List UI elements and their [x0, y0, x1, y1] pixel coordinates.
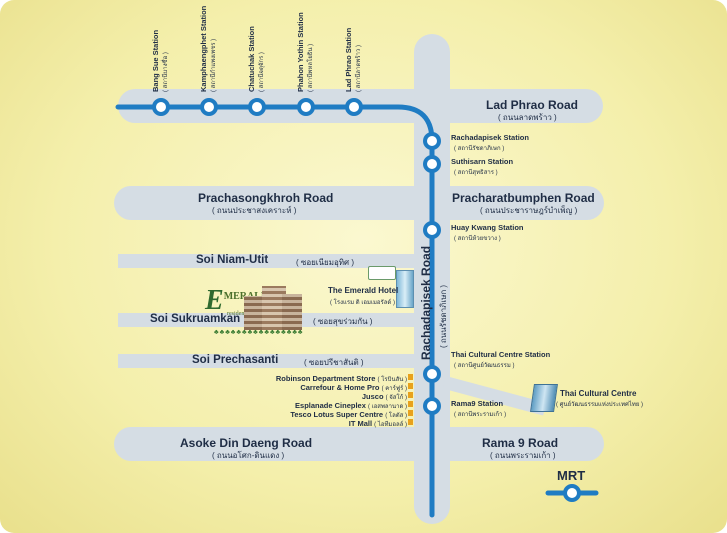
soi-niam-utit [118, 254, 416, 268]
station-label-huay-kwang: Huay Kwang Station [451, 223, 524, 232]
station-label-bang-sue: Bang Sue Station( สถานีบางซื่อ ) [151, 29, 169, 92]
emerald-hotel-thai: ( โรงแรม ดิ เอมเมอรัลด์ ) [330, 300, 395, 306]
station-label-suthisarn: Suthisarn Station [451, 157, 514, 166]
station-marker-huay-kwang [423, 221, 441, 239]
emerald-hotel-label: The Emerald Hotel [328, 286, 399, 295]
cultural-centre-thai: ( ศูนย์วัฒนธรรมแห่งประเทศไทย ) [556, 402, 644, 408]
pracharatbumphen-road-label: Pracharatbumphen Road [452, 191, 595, 205]
asoke-din-daeng-road [114, 427, 604, 461]
mrt-legend-marker [563, 484, 581, 502]
station-marker-suthisarn [423, 155, 441, 173]
station-marker-bang-sue [152, 98, 170, 116]
mall-carrefour: Carrefour & Home Pro ( คาร์ฟูร์ ) [300, 383, 407, 392]
station-marker-rama9 [423, 397, 441, 415]
station-label-chatuchak: Chatuchak Station( สถานีจตุจักร ) [247, 26, 265, 92]
mall-esplanade: Esplanade Cineplex ( เอสพลานาด ) [295, 401, 407, 410]
mall-tesco-lotus: Tesco Lotus Super Centre ( โลตัส ) [290, 410, 407, 419]
cultural-centre-building-icon [530, 384, 558, 412]
rama9-road-thai: ( ถนนพระรามเก้า ) [490, 451, 556, 460]
station-label-rachadapisek: Rachadapisek Station [451, 133, 529, 142]
station-marker-phahon-yothin [297, 98, 315, 116]
station-label-huay-kwang-thai: ( สถานีห้วยขวาง ) [454, 236, 501, 242]
mrt-legend-label: MRT [557, 468, 586, 483]
emerald-hotel-building-icon [396, 270, 414, 308]
station-label-thai-cultural: Thai Cultural Centre Station [451, 350, 551, 359]
prachasongkhroh-road-thai: ( ถนนประชาสงเคราะห์ ) [212, 206, 297, 215]
emerald-residence-building-icon [244, 282, 304, 330]
mall-it-mall: IT Mall ( ไอทีมอลล์ ) [348, 419, 407, 428]
soi-sukruamkan-thai: ( ซอยสุขร่วมกัน ) [313, 317, 373, 326]
soi-sukruamkan-label: Soi Sukruamkan [150, 313, 241, 325]
station-label-suthisarn-thai: ( สถานีสุทธิสาร ) [454, 170, 498, 176]
soi-niam-utit-thai: ( ซอยเนียมอุทิศ ) [296, 258, 355, 267]
soi-prechasanti [118, 354, 416, 368]
prachasongkhroh-road [114, 186, 604, 220]
rama9-road-label: Rama 9 Road [482, 436, 559, 450]
station-label-rama9: Rama9 Station [451, 399, 504, 408]
station-marker-rachadapisek [423, 132, 441, 150]
soi-prechasanti-label: Soi Prechasanti [192, 354, 279, 366]
station-marker-lad-phrao [345, 98, 363, 116]
rachadapisek-road-thai: ( ถนนรัชดาภิเษก ) [439, 284, 448, 348]
station-label-kamphaengphet: Kamphaengphet Station( สถานีกำแพงเพชร ) [199, 5, 217, 92]
emerald-trees: ♣♣♣♣♣♣♣♣♣♣♣♣♣♣♣♣ [214, 329, 304, 336]
mall-icons [408, 374, 413, 425]
asoke-din-daeng-road-thai: ( ถนนอโศก-ดินแดง ) [212, 451, 285, 460]
station-marker-chatuchak [248, 98, 266, 116]
station-label-phahon-yothin: Phahon Yothin Station( สถานีพหลโยธิน ) [296, 12, 314, 92]
mall-robinson: Robinson Department Store ( โรบินสัน ) [275, 374, 407, 383]
station-label-rama9-thai: ( สถานีพระรามเก้า ) [454, 412, 507, 418]
lad-phrao-road-label: Lad Phrao Road [486, 98, 579, 112]
emerald-logo-initial: E [205, 285, 224, 316]
soi-niam-utit-label: Soi Niam-Utit [196, 254, 269, 266]
asoke-din-daeng-road-label: Asoke Din Daeng Road [180, 436, 313, 450]
prachasongkhroh-road-label: Prachasongkhroh Road [198, 191, 334, 205]
rachadapisek-road-label: Rachadapisek Road [419, 245, 433, 360]
lad-phrao-road-thai: ( ถนนลาดพร้าว ) [498, 113, 557, 122]
soi-prechasanti-thai: ( ซอยปรีชาสันติ ) [304, 358, 364, 367]
cultural-centre-label: Thai Cultural Centre [560, 389, 637, 398]
station-marker-thai-cultural [423, 365, 441, 383]
emerald-small-logo [368, 266, 396, 280]
station-label-thai-cultural-thai: ( สถานีศูนย์วัฒนธรรม ) [454, 363, 515, 369]
station-label-rachadapisek-thai: ( สถานีรัชดาภิเษก ) [454, 146, 505, 152]
station-marker-kamphaengphet [200, 98, 218, 116]
station-label-lad-phrao: Lad Phrao Station( สถานีลาดพร้าว ) [344, 27, 362, 92]
pracharatbumphen-road-thai: ( ถนนประชาราษฎร์บำเพ็ญ ) [480, 206, 578, 215]
mall-jusco: Jusco ( จัสโก้ ) [361, 392, 407, 401]
